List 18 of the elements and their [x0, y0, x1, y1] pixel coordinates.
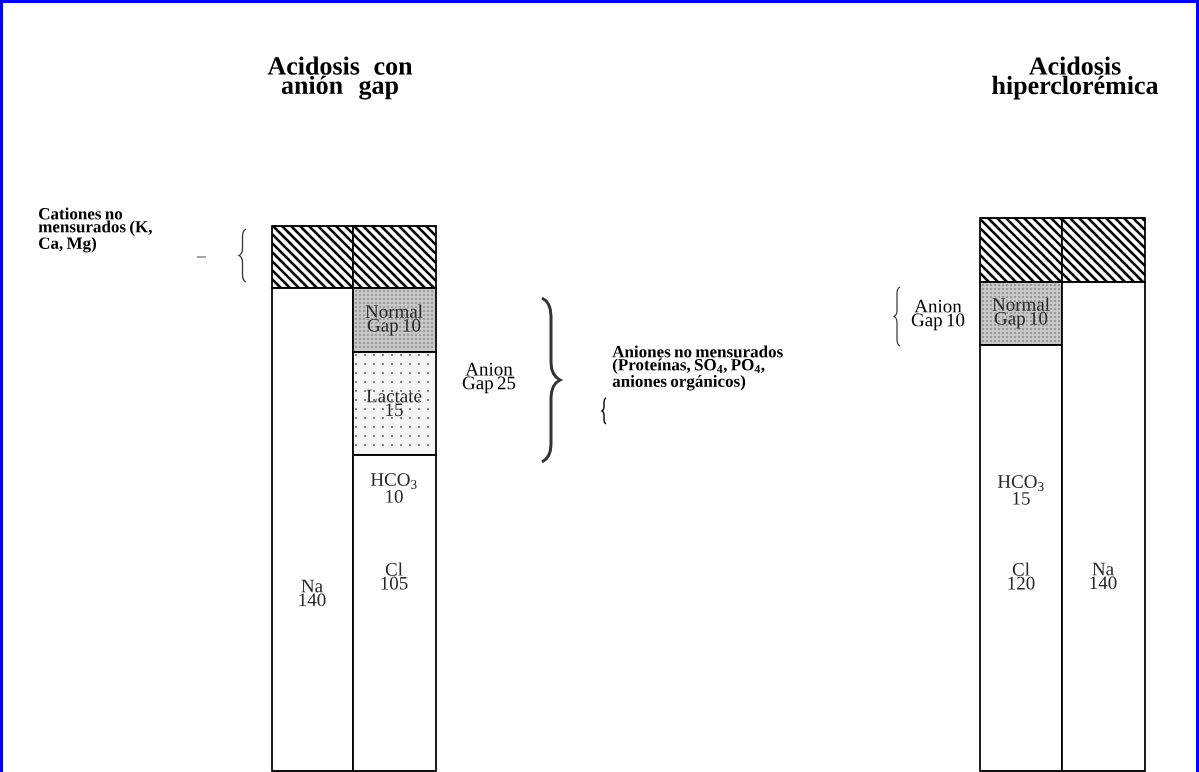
heading: Acidosis con anión gap [267, 56, 413, 100]
annotation: Aniones no mensurados (Proteínas, SO$_{4}$, PO$_{4}$, aniones orgánicos) [612, 345, 783, 391]
bar-segment: HCO$_{3}$ 10 Cl 105 [352, 454, 437, 772]
node-label: Cl 120 [1008, 562, 1035, 590]
gap-label: Anion Gap 25 [462, 362, 516, 394]
node-label: HCO$_{3}$ 15 [997, 475, 1044, 505]
hatched-block [271, 225, 354, 289]
gap-label: Anion Gap 10 [911, 299, 965, 331]
heading: Acidosis hiperclorémica [992, 56, 1159, 100]
node-label: Na 140 [299, 579, 326, 607]
bar-segment: Lactate 15 [352, 351, 437, 456]
hatched-block [1061, 217, 1146, 283]
bar-segment: Normal Gap 10 [352, 287, 437, 353]
bar-segment: HCO$_{3}$ 15 Cl 120 [979, 344, 1063, 772]
hatched-block [979, 217, 1063, 283]
annotation: Cationes no mensurados (K, Ca, Mg) [38, 207, 152, 253]
hatched-block [352, 225, 437, 289]
bar-segment: Normal Gap 10 [979, 281, 1063, 346]
